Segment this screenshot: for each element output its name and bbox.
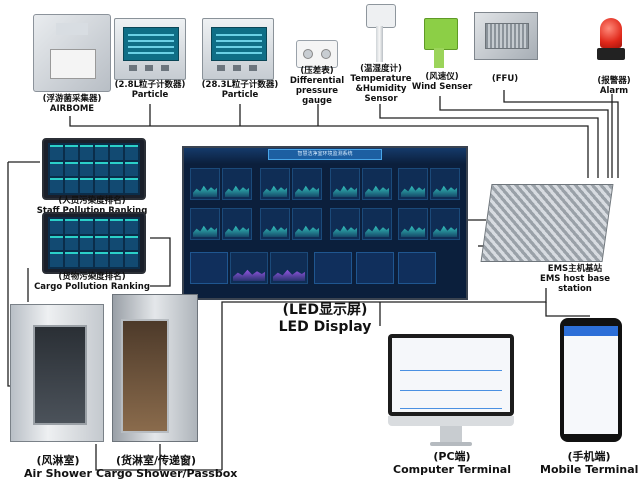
phone-screen bbox=[564, 326, 618, 434]
particle-2-8l-label-en: Particle bbox=[131, 90, 169, 100]
particle-28-3l-label: (28.3L粒子计数器) Particle bbox=[190, 80, 290, 100]
alarm-label-en: Alarm bbox=[599, 86, 629, 96]
ems-label-en2: station bbox=[558, 284, 592, 294]
air-shower-room bbox=[10, 304, 104, 442]
airbome-label-cn: (浮游菌采集器) bbox=[42, 94, 102, 104]
ems-label: EMS主机基站 EMS host base station bbox=[530, 264, 620, 294]
alarm-label-cn: (报警器) bbox=[597, 76, 631, 86]
staff-ranking-label: (人员污染度排名) Staff Pollution Ranking bbox=[32, 196, 152, 216]
th-sensor-label-en1: Temperature bbox=[350, 74, 412, 84]
ems-label-cn: EMS主机基站 bbox=[547, 264, 603, 274]
alarm-base bbox=[597, 48, 625, 60]
ems-host-base-station bbox=[480, 184, 614, 262]
alarm-light-icon bbox=[600, 18, 622, 48]
airbome-label: (浮游菌采集器) AIRBOME bbox=[20, 94, 124, 114]
ffu-grill bbox=[485, 23, 529, 49]
airbome-device bbox=[33, 14, 111, 92]
cargo-ranking-label: (货物污染度排名) Cargo Pollution Ranking bbox=[32, 272, 152, 292]
airbome-label-en: AIRBOME bbox=[49, 104, 95, 114]
pc-terminal-label-en: Computer Terminal bbox=[393, 463, 511, 476]
led-display-label-cn: (LED显示屏) bbox=[282, 302, 368, 318]
particle-counter-2-8l bbox=[114, 18, 186, 80]
led-screen-title: 智慧洁净室环境监测系统 bbox=[268, 149, 382, 160]
pressure-gauge-label-cn: (压差表) bbox=[300, 66, 334, 76]
cargo-ranking-tablet bbox=[42, 212, 146, 274]
pc-stand bbox=[440, 426, 462, 442]
wind-sensor-device bbox=[424, 18, 458, 50]
led-header: 智慧洁净室环境监测系统 bbox=[184, 148, 466, 164]
airbome-panel bbox=[50, 49, 96, 79]
mobile-terminal-label: (手机端) Mobile Terminal bbox=[540, 450, 638, 476]
air-shower-label-en: Air Shower bbox=[24, 467, 92, 480]
counter-screen bbox=[123, 27, 179, 61]
air-shower-label: (风淋室) Air Shower bbox=[18, 454, 98, 480]
particle-2-8l-label: (2.8L粒子计数器) Particle bbox=[104, 80, 196, 100]
th-sensor-label: (温湿度计) Temperature &Humidity Sensor bbox=[346, 64, 416, 104]
cargo-shower-label: (货淋室/传递窗) Cargo Shower/Passbox bbox=[96, 454, 238, 480]
led-display-label: (LED显示屏) LED Display bbox=[270, 302, 380, 336]
th-sensor-probe bbox=[376, 26, 383, 62]
th-sensor-label-en3: Sensor bbox=[364, 94, 398, 104]
pressure-gauge-label-en2: pressure bbox=[295, 86, 339, 96]
pc-monitor bbox=[388, 334, 514, 416]
th-sensor-label-cn: (温湿度计) bbox=[360, 64, 402, 74]
alarm-label: (报警器) Alarm bbox=[592, 76, 636, 96]
cargo-ranking-screen bbox=[48, 217, 140, 269]
staff-ranking-tablet bbox=[42, 138, 146, 200]
wind-sensor-label: (风速仪) Wind Senser bbox=[410, 72, 474, 92]
air-shower-door bbox=[33, 325, 87, 425]
staff-ranking-label-cn: (人员污染度排名) bbox=[58, 196, 126, 206]
pressure-gauge-label-en3: gauge bbox=[302, 96, 332, 106]
passbox-door bbox=[121, 319, 169, 433]
th-sensor-label-en2: &Humidity bbox=[355, 84, 407, 94]
particle-28-3l-label-cn: (28.3L粒子计数器) bbox=[201, 80, 279, 90]
cargo-shower-label-en: Cargo Shower/Passbox bbox=[96, 467, 238, 480]
pc-terminal-label-cn: (PC端) bbox=[433, 450, 471, 463]
staff-ranking-label-en: Staff Pollution Ranking bbox=[36, 206, 148, 216]
pc-chin bbox=[388, 416, 514, 426]
wind-sensor-label-en: Wind Senser bbox=[411, 82, 473, 92]
pressure-gauge-label: (压差表) Differential pressure gauge bbox=[286, 66, 348, 106]
wind-sensor-label-cn: (风速仪) bbox=[425, 72, 459, 82]
pc-screen bbox=[392, 338, 510, 412]
airbome-logo bbox=[56, 23, 88, 35]
particle-2-8l-label-cn: (2.8L粒子计数器) bbox=[114, 80, 186, 90]
mobile-terminal-label-en: Mobile Terminal bbox=[540, 463, 639, 476]
pc-terminal-label: (PC端) Computer Terminal bbox=[392, 450, 512, 476]
led-display-screen: 智慧洁净室环境监测系统 bbox=[182, 146, 468, 300]
th-sensor-device bbox=[366, 4, 396, 28]
particle-counter-28-3l bbox=[202, 18, 274, 80]
cargo-shower-passbox bbox=[112, 294, 198, 442]
ems-label-en1: EMS host base bbox=[540, 274, 610, 284]
pressure-gauge-label-en1: Differential bbox=[289, 76, 345, 86]
ffu-label-cn: (FFU) bbox=[491, 74, 519, 84]
wind-sensor-probe bbox=[434, 48, 444, 68]
particle-28-3l-label-en: Particle bbox=[221, 90, 259, 100]
pressure-gauge-device bbox=[296, 40, 338, 68]
staff-ranking-screen bbox=[48, 143, 140, 195]
ffu-label: (FFU) bbox=[480, 74, 530, 84]
cargo-ranking-label-cn: (货物污染度排名) bbox=[58, 272, 126, 282]
cargo-shower-label-cn: (货淋室/传递窗) bbox=[115, 454, 197, 467]
air-shower-label-cn: (风淋室) bbox=[36, 454, 80, 467]
ffu-device bbox=[474, 12, 538, 60]
pc-foot bbox=[430, 442, 472, 446]
mobile-terminal-label-cn: (手机端) bbox=[567, 450, 611, 463]
mobile-phone bbox=[560, 318, 622, 442]
cargo-ranking-label-en: Cargo Pollution Ranking bbox=[34, 282, 150, 292]
counter-screen bbox=[211, 27, 267, 61]
led-display-label-en: LED Display bbox=[278, 319, 372, 335]
